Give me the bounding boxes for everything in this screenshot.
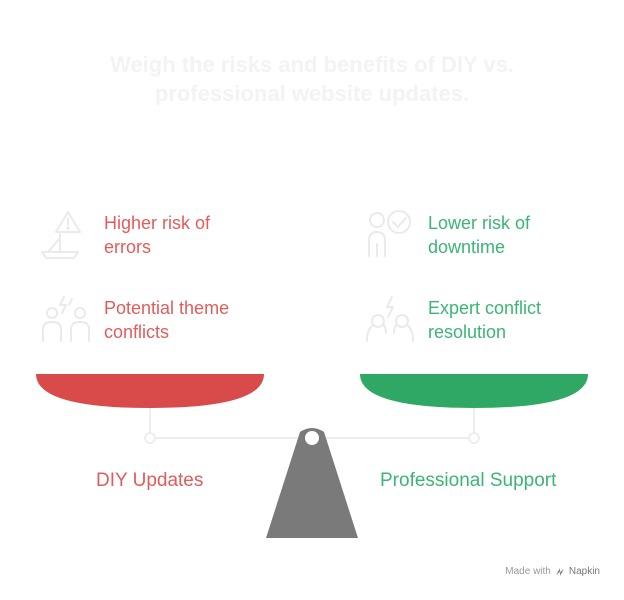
diagram-title: Weigh the risks and benefits of DIY vs. … (62, 50, 562, 108)
left-item-2-line-2: conflicts (104, 322, 170, 342)
left-pan (36, 374, 264, 408)
title-line-2: professional website updates. (154, 81, 470, 106)
left-item-conflicts: Potential theme conflicts (104, 296, 229, 344)
fulcrum-pivot (305, 431, 319, 445)
right-item-downtime: Lower risk of downtime (428, 211, 530, 259)
made-with-text: Made with (505, 566, 551, 577)
left-item-1-line-1: Higher risk of (104, 213, 211, 233)
left-item-1-line-2: errors (104, 237, 152, 257)
napkin-brand: Napkin (568, 566, 600, 577)
napkin-logo-icon (555, 567, 565, 577)
right-pan (360, 374, 588, 408)
right-side-label: Professional Support (380, 470, 557, 491)
right-item-2-line-1: Expert conflict (428, 298, 542, 318)
right-item-1-line-1: Lower risk of (428, 213, 531, 233)
left-beam-joint (144, 432, 156, 444)
left-item-2-line-1: Potential theme (104, 298, 230, 318)
title-line-1: Weigh the risks and benefits of DIY vs. (110, 52, 514, 77)
right-beam-joint (468, 432, 480, 444)
made-with-credit[interactable]: Made with Napkin (505, 566, 600, 577)
fulcrum (266, 428, 358, 538)
left-side-label: DIY Updates (96, 470, 204, 491)
right-item-1-line-2: downtime (428, 237, 506, 257)
warning-sailboat-icon (40, 208, 82, 260)
right-item-2-line-2: resolution (428, 322, 507, 342)
conflict-people-icon (40, 295, 92, 345)
resolution-people-icon (364, 295, 416, 345)
right-item-resolution: Expert conflict resolution (428, 296, 541, 344)
person-check-icon (364, 208, 416, 260)
left-item-errors: Higher risk of errors (104, 211, 210, 259)
